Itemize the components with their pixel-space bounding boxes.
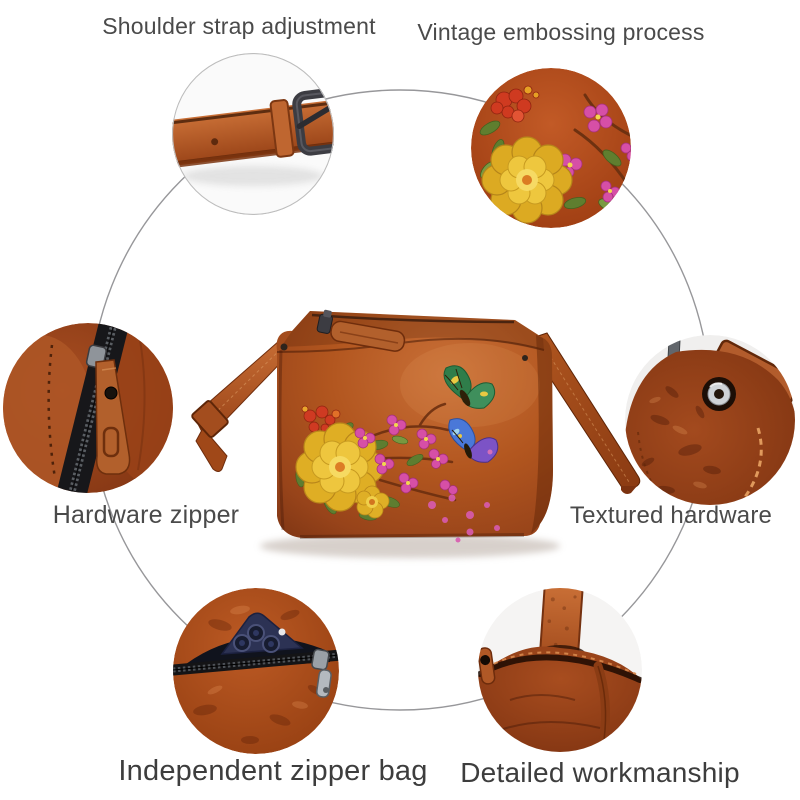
- phone-in-pocket: [220, 612, 304, 655]
- butterfly-blue: [448, 418, 499, 463]
- bag-stud-right: [522, 355, 528, 361]
- strap-hole: [211, 138, 219, 146]
- bag-stud-left: [280, 343, 288, 351]
- bag-side-gusset: [531, 335, 553, 534]
- textured-leather: [625, 349, 795, 505]
- grommet: [702, 377, 736, 411]
- feature-label-independent-zipper-bag: Independent zipper bag: [118, 755, 428, 787]
- callout-grommet-detail: [625, 335, 795, 505]
- bag-shadow: [260, 534, 560, 558]
- strap-with-buckle: [172, 87, 334, 170]
- strap-keeper: [269, 99, 295, 158]
- bag-zipper: [311, 309, 515, 352]
- zipper-slider-and-pull: [85, 344, 131, 475]
- butterfly-green: [443, 365, 496, 409]
- red-flower-cluster: [490, 85, 540, 123]
- bag-zipper-pull-tab: [330, 320, 406, 352]
- callout-zipper-pull-detail: [3, 323, 173, 493]
- callout-embossed-flowers-detail: [471, 68, 631, 228]
- product-bag-photo: [191, 309, 641, 558]
- feature-label-detailed-workmanship: Detailed workmanship: [460, 757, 740, 788]
- pocket-zipper: [173, 648, 339, 698]
- feature-label-hardware-zipper: Hardware zipper: [52, 501, 240, 529]
- bag-strap-right: [530, 332, 641, 494]
- feature-label-shoulder-strap-adjustment: Shoulder strap adjustment: [102, 13, 376, 39]
- peony-flower-detail: [481, 136, 573, 224]
- callout-shoulder-strap-detail: [172, 53, 334, 215]
- feature-label-vintage-embossing-process: Vintage embossing process: [417, 19, 705, 45]
- bag-strap-left: [191, 333, 294, 472]
- callout-strap-stitching-detail: [478, 588, 642, 752]
- feature-label-textured-hardware: Textured hardware: [569, 502, 773, 529]
- bag-embossed-flowers: [295, 365, 500, 543]
- callout-phone-pocket-detail: [173, 588, 339, 754]
